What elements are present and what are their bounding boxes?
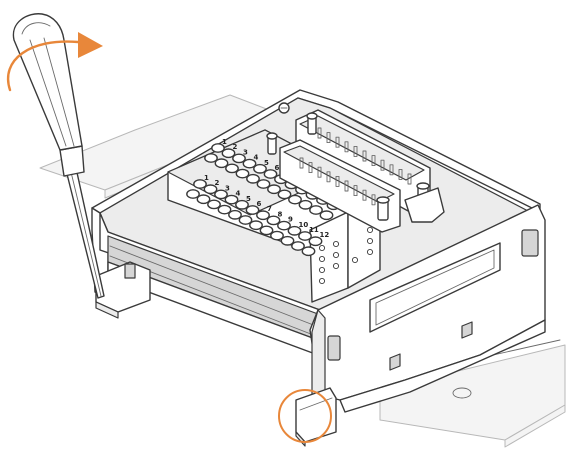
terminal-screw: 10 — [280, 221, 309, 246]
terminal-face-holes — [318, 240, 340, 285]
connector-pin — [407, 173, 412, 185]
terminal-screw: 12 — [301, 231, 330, 257]
terminal-number: 7 — [267, 205, 272, 213]
connector-pin — [398, 168, 403, 180]
terminal-number: 4 — [236, 190, 241, 198]
terminal-number: 10 — [299, 221, 309, 229]
connector-pin — [335, 136, 340, 148]
terminal-number: 5 — [264, 159, 269, 167]
connector-pin — [317, 127, 322, 139]
terminal-screw: 1 — [204, 138, 227, 163]
curved-arrow-icon — [7, 32, 103, 92]
terminal-screw: 9 — [270, 216, 293, 241]
dsub-connector — [266, 109, 445, 233]
terminal-screw: 8 — [259, 210, 283, 236]
connector-pin — [299, 157, 304, 169]
terminal-number: 2 — [233, 143, 238, 151]
terminal-screw: 2 — [214, 143, 238, 169]
terminal-screw: 4 — [217, 190, 241, 215]
connector-pin — [326, 132, 331, 144]
terminal-number: 9 — [288, 216, 293, 224]
terminal-number: 3 — [243, 148, 248, 156]
terminal-number: 8 — [278, 210, 283, 218]
terminal-number: 2 — [215, 179, 220, 187]
terminal-number: 3 — [225, 184, 230, 192]
terminal-screw: 6 — [256, 164, 280, 189]
terminal-screw: 3 — [225, 148, 248, 174]
terminal-screw: 6 — [238, 200, 262, 225]
connector-pins — [317, 127, 412, 185]
connector-pin — [371, 194, 376, 206]
connector-pin — [308, 162, 313, 174]
terminal-number: 4 — [254, 154, 259, 162]
connector-screw — [306, 112, 318, 135]
left-foot — [95, 261, 151, 319]
connector-pin — [362, 150, 367, 162]
terminal-number: 11 — [309, 226, 319, 234]
terminal-number: 1 — [204, 174, 209, 182]
connector-pin — [380, 159, 385, 171]
terminal-number: 12 — [320, 231, 330, 239]
connector-pin — [317, 166, 322, 178]
terminal-screw: 7 — [249, 205, 272, 231]
terminal-screw: 2 — [196, 179, 220, 205]
terminal-screw: 4 — [235, 154, 259, 179]
connector-pin — [326, 171, 331, 183]
terminal-screw: 5 — [228, 195, 251, 220]
terminal-number: 6 — [275, 164, 280, 172]
connector-pin — [371, 155, 376, 167]
connector-pin — [353, 185, 358, 197]
connector-pin — [335, 175, 340, 187]
rail-slot — [452, 387, 472, 399]
connector-pin — [362, 189, 367, 201]
connector-screw — [266, 132, 278, 155]
terminal-screw: 11 — [291, 226, 319, 251]
terminal-number: 5 — [246, 195, 251, 203]
right-end-plate — [309, 204, 546, 413]
highlight-circle-icon — [278, 389, 332, 443]
connector-screw — [376, 196, 390, 221]
terminal-number: 1 — [222, 138, 227, 146]
terminal-screw: 5 — [246, 159, 269, 184]
terminal-screw: 1 — [186, 174, 209, 199]
terminal-screw: 3 — [207, 184, 230, 210]
rim-screw — [278, 102, 290, 114]
connector-pin — [353, 145, 358, 157]
connector-pin — [344, 141, 349, 153]
terminal-number: 6 — [257, 200, 262, 208]
connector-pin — [389, 164, 394, 176]
connector-pin — [344, 180, 349, 192]
